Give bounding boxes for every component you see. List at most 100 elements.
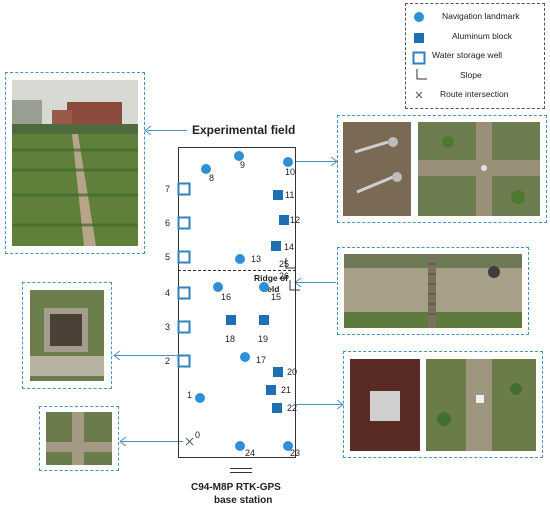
ridge-photo-frame [337,247,529,335]
route-icon-0 [185,437,194,446]
well-arrow-head [113,351,121,360]
well-7 [177,182,191,196]
well-photo [30,290,104,381]
landmark-label-16: 16 [221,292,232,302]
well-label-7: 7 [165,184,171,194]
slope-icon-25 [285,258,296,269]
station-label-line1: C94-M8P RTK-GPS [191,482,281,493]
block-14 [271,241,281,251]
legend-landmark-label: Navigation landmark [442,11,520,21]
landmark-label-10: 10 [285,167,296,177]
stakes-connector [296,161,336,162]
route-connector [121,441,183,442]
block-label-20: 20 [287,367,298,377]
legend-slope-label: Slope [460,70,482,80]
stakes-photo-right [418,122,540,216]
landmark-24 [235,441,245,451]
field-photo [12,80,138,246]
legend-symbols [412,12,427,99]
block-label-22: 22 [287,403,298,413]
legend-route-icon [415,91,423,99]
station-marker-2 [230,472,252,473]
well-3 [177,320,191,334]
block-21 [266,385,276,395]
well-connector [115,355,177,356]
stakes-photo-frame [337,115,547,223]
route-label-0: 0 [195,430,201,440]
legend-landmark-icon [414,12,424,22]
landmark-label-8: 8 [209,173,215,183]
block-label-14: 14 [284,242,295,252]
block-arrow-head [336,400,344,409]
field-map [178,147,296,458]
station-label-line2: base station [214,495,273,506]
block-12 [279,215,289,225]
station-marker [230,468,252,469]
legend-block-icon [414,33,424,43]
legend-block-label: Aluminum block [452,31,512,41]
block-label-19: 19 [258,334,269,344]
block-label-18: 18 [225,334,236,344]
landmark-17 [240,352,250,362]
ridge-label-line1: Ridge of [254,273,288,283]
block-19 [259,315,269,325]
route-photo [46,412,112,465]
legend-box [405,3,545,109]
well-label-3: 3 [165,322,171,332]
landmark-label-15: 15 [271,292,282,302]
block-label-21: 21 [281,385,292,395]
field-arrow-head [144,126,152,135]
well-label-2: 2 [165,356,171,366]
landmark-label-23: 23 [290,448,301,458]
landmark-label-17: 17 [256,355,267,365]
landmark-13 [235,254,245,264]
well-label-4: 4 [165,288,171,298]
landmark-label-24: 24 [245,448,256,458]
stakes-arrow-head [330,157,338,166]
landmark-8 [201,164,211,174]
well-label-6: 6 [165,218,171,228]
landmark-10 [283,157,293,167]
block-20 [273,367,283,377]
landmark-15 [259,282,269,292]
well-5 [177,250,191,264]
field-photo-frame [5,72,145,254]
well-label-5: 5 [165,252,171,262]
block-11 [273,190,283,200]
block-label-11: 11 [285,190,295,200]
legend-well-icon [412,51,426,65]
legend-route-label: Route intersection [440,89,509,99]
landmark-23 [283,441,293,451]
legend-well-label: Water storage well [432,50,503,60]
field-title: Experimental field [192,123,296,137]
block-connector [296,404,342,405]
landmark-9 [234,151,244,161]
slope-label-25: 25 [279,259,290,269]
ridge-connector [296,282,336,283]
ridge-label-line2: field [262,284,280,294]
ridge-line [178,270,296,271]
stakes-photo-left [343,122,411,216]
landmark-1 [195,393,205,403]
landmark-label-13: 13 [251,254,262,264]
ridge-photo [344,254,522,328]
block-22 [272,403,282,413]
block-photo-right [426,359,536,451]
slope-icon-26 [289,280,300,291]
block-18 [226,315,236,325]
landmark-label-1: 1 [187,390,193,400]
well-4 [177,286,191,300]
well-6 [177,216,191,230]
route-photo-frame [39,406,119,471]
route-arrow-head [119,437,127,446]
block-label-12: 12 [290,215,301,225]
landmark-label-9: 9 [240,160,246,170]
legend-slope-icon [416,69,427,80]
slope-label-26: 26 [279,271,290,281]
well-photo-frame [22,282,112,389]
block-photo-left [350,359,420,451]
landmark-16 [213,282,223,292]
field-photo-connector [147,130,187,131]
